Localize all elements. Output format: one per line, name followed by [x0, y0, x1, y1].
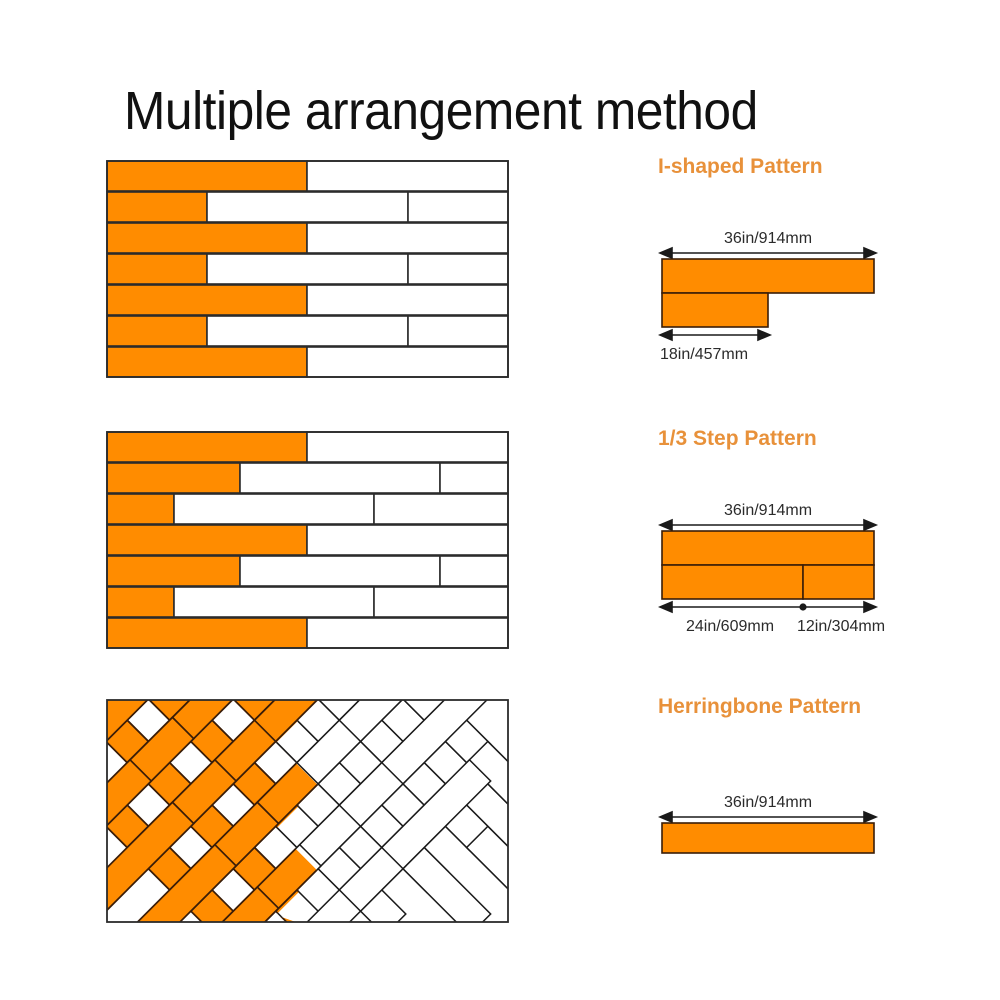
i-shaped-legend-svg: 36in/914mm 18in/457mm: [658, 230, 879, 363]
plank: [173, 586, 375, 618]
legend-i-shaped-pattern: I-shaped Pattern 36in/914mm 18in/457mm: [658, 155, 918, 365]
plank: [407, 253, 509, 285]
plank: [106, 524, 308, 556]
legend-plank-half: [661, 292, 769, 328]
diagram-third-step-pattern: [106, 431, 509, 658]
legend-plank-full: [661, 258, 875, 294]
plank: [373, 586, 509, 618]
plank: [407, 191, 509, 223]
plank: [106, 191, 208, 223]
third-step-legend-svg: 36in/914mm 24in/609mm 12in/304mm: [658, 502, 885, 635]
legend-title-herringbone: Herringbone Pattern: [658, 695, 862, 718]
dimension-label-top: 36in/914mm: [724, 502, 812, 519]
dimension-label-bottom: 18in/457mm: [660, 346, 748, 363]
plank: [106, 462, 241, 494]
diagram-border: [106, 699, 509, 923]
dimension-arrow-bottom: [658, 600, 879, 614]
plank: [106, 346, 308, 378]
plank: [106, 431, 308, 463]
plank: [407, 315, 509, 347]
plank: [106, 315, 208, 347]
dimension-label-right: 12in/304mm: [797, 618, 885, 635]
diagram-i-shaped-pattern: [106, 160, 509, 387]
plank: [106, 617, 308, 649]
dimension-arrow-top: [658, 810, 879, 824]
third-step-pattern-svg: [106, 431, 509, 649]
plank: [106, 586, 175, 618]
plank: [306, 617, 509, 649]
plank: [239, 462, 441, 494]
diagram-border: [106, 431, 509, 649]
dimension-label-left: 24in/609mm: [686, 618, 774, 635]
legend-plank-one-third: [802, 564, 875, 600]
dimension-label-top: 36in/914mm: [724, 794, 812, 811]
diagram-border: [106, 160, 509, 378]
plank: [306, 524, 509, 556]
plank: [306, 346, 509, 378]
legend-plank-two-thirds: [661, 564, 804, 600]
plank: [206, 315, 409, 347]
plank: [239, 555, 441, 587]
i-shaped-pattern-svg: [106, 160, 509, 378]
legend-plank-full: [661, 822, 875, 854]
herringbone-pattern-svg: [106, 699, 509, 923]
plank: [206, 191, 409, 223]
plank: [373, 493, 509, 525]
page-title: Multiple arrangement method: [124, 81, 758, 142]
dimension-label-top: 36in/914mm: [724, 230, 812, 247]
herringbone-legend-svg: 36in/914mm: [658, 794, 879, 854]
dimension-arrow-top: [658, 246, 879, 260]
plank: [106, 284, 308, 316]
legend-title-i-shaped: I-shaped Pattern: [658, 155, 823, 178]
plank: [306, 284, 509, 316]
plank: [106, 555, 241, 587]
legend-title-third-step: 1/3 Step Pattern: [658, 427, 817, 450]
plank: [106, 253, 208, 285]
legend-herringbone-pattern: Herringbone Pattern 36in/914mm: [658, 695, 918, 865]
plank: [439, 462, 509, 494]
plank: [106, 222, 308, 254]
diagram-herringbone-pattern: [106, 699, 509, 928]
plank: [439, 555, 509, 587]
plank: [306, 160, 509, 192]
legend-plank-full: [661, 530, 875, 566]
plank: [106, 160, 308, 192]
plank: [106, 493, 175, 525]
plank: [206, 253, 409, 285]
legend-third-step-pattern: 1/3 Step Pattern 36in/914mm 24in/609mm 1…: [658, 427, 918, 637]
dimension-arrow-top: [658, 518, 879, 532]
dimension-arrow-bottom: [658, 328, 773, 342]
plank: [306, 431, 509, 463]
plank: [173, 493, 375, 525]
plank: [306, 222, 509, 254]
